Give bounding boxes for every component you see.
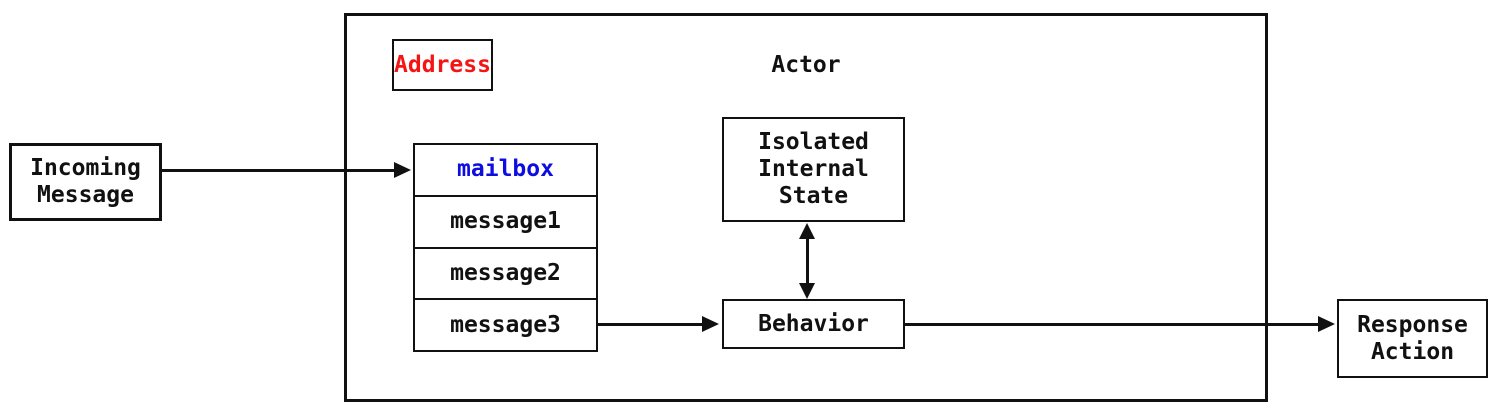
- edge-behavior-to-response-line: [903, 323, 1319, 326]
- actor-container-box: [344, 13, 1268, 402]
- arrowhead-right-icon: [1318, 316, 1335, 332]
- isolated-internal-state-box: Isolated Internal State: [722, 117, 905, 222]
- response-action-box: Response Action: [1337, 299, 1488, 378]
- mailbox-stack: mailbox message1 message2 message3: [413, 143, 598, 352]
- message3-label: message3: [450, 311, 561, 338]
- mailbox-row: message2: [415, 249, 596, 301]
- behavior-box: Behavior: [722, 299, 905, 349]
- message2-label: message2: [450, 259, 561, 286]
- address-box: Address: [392, 39, 493, 91]
- incoming-message-box: Incoming Message: [9, 143, 162, 221]
- edge-mailbox-to-behavior-line: [596, 323, 703, 326]
- edge-incoming-to-mailbox-line: [162, 169, 395, 172]
- response-action-label: Response Action: [1357, 311, 1468, 365]
- arrowhead-up-icon: [799, 223, 815, 239]
- arrowhead-right-icon: [702, 316, 719, 332]
- behavior-label: Behavior: [758, 310, 869, 337]
- incoming-message-label: Incoming Message: [30, 155, 141, 208]
- mailbox-row: message3: [415, 300, 596, 350]
- arrowhead-right-icon: [394, 162, 411, 178]
- arrowhead-down-icon: [799, 283, 815, 299]
- mailbox-row: message1: [415, 197, 596, 249]
- isolated-internal-state-label: Isolated Internal State: [758, 129, 869, 209]
- mailbox-row-header: mailbox: [415, 145, 596, 197]
- edge-behavior-state-line: [806, 234, 809, 288]
- actor-label: Actor: [771, 52, 841, 78]
- message1-label: message1: [450, 208, 561, 235]
- mailbox-label: mailbox: [457, 156, 554, 183]
- address-label: Address: [394, 51, 491, 78]
